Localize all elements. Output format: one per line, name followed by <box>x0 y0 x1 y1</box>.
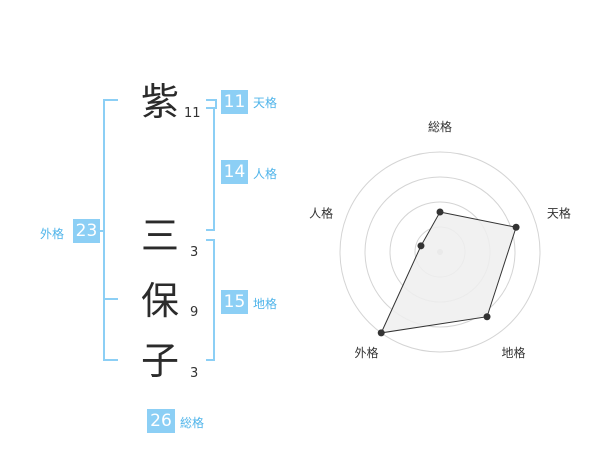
radar-ring <box>364 176 516 328</box>
jinkaku-label: 人格 <box>253 167 278 181</box>
chikaku-badge: 15 <box>221 290 248 314</box>
radar-axis-label: 天格 <box>547 205 571 220</box>
radar-ring <box>339 151 541 353</box>
gaikaku-badge: 23 <box>73 219 100 243</box>
radar-point-地格 <box>483 313 491 321</box>
stroke-count-3: 9 <box>190 305 199 320</box>
radar-polygon <box>380 211 517 334</box>
name-char-1: 紫 <box>140 80 179 124</box>
radar-point-人格 <box>417 242 425 250</box>
soukaku-label: 総格 <box>180 416 205 430</box>
radar-axis-label: 人格 <box>309 205 333 220</box>
radar-axis-label: 地格 <box>501 345 525 360</box>
chikaku-label: 地格 <box>253 297 278 311</box>
stroke-count-4: 3 <box>190 366 199 381</box>
name-char-2: 三 <box>140 214 179 258</box>
jinkaku-badge: 14 <box>221 160 248 184</box>
stroke-count-1: 11 <box>184 106 201 121</box>
tenkaku-label: 天格 <box>253 96 278 110</box>
chikaku-bracket <box>206 239 215 361</box>
tenkaku-badge: 11 <box>221 90 248 114</box>
gaikaku-label: 外格 <box>40 227 65 241</box>
radar-point-総格 <box>436 208 444 216</box>
radar-axis-label: 総格 <box>428 119 452 134</box>
radar-point-外格 <box>377 329 385 337</box>
stroke-count-2: 3 <box>190 245 199 260</box>
radar-axis-label: 外格 <box>355 345 379 360</box>
name-char-3: 保 <box>140 279 179 323</box>
name-char-4: 子 <box>140 339 179 383</box>
jinkaku-bracket <box>206 107 215 231</box>
soukaku-badge: 26 <box>147 409 175 433</box>
radar-point-天格 <box>512 223 520 231</box>
